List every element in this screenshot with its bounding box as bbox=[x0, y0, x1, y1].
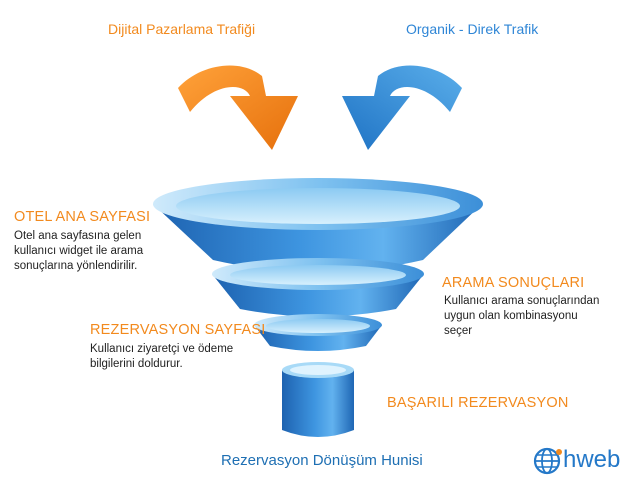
brand-name: hweb bbox=[563, 446, 621, 473]
blue-arrow-icon bbox=[342, 65, 462, 150]
globe-icon bbox=[533, 447, 562, 475]
stage-1-title: OTEL ANA SAYFASI bbox=[14, 209, 151, 225]
left-source-label: Dijital Pazarlama Trafiği bbox=[108, 21, 256, 37]
diagram-caption: Rezervasyon Dönüşüm Hunisi bbox=[221, 452, 423, 469]
stage-1-description: Otel ana sayfasına gelen kullanıcı widge… bbox=[14, 230, 144, 272]
stage-3-title: REZERVASYON SAYFASI bbox=[90, 322, 266, 338]
stage-3-description: Kullanıcı ziyaretçi ve ödeme bilgilerini… bbox=[90, 343, 234, 370]
right-source-label: Organik - Direk Trafik bbox=[406, 21, 539, 37]
stage-2-title: ARAMA SONUÇLARI bbox=[442, 275, 585, 291]
stage-4-title: BAŞARILI REZERVASYON bbox=[387, 395, 569, 411]
stage-2-description: Kullanıcı arama sonuçlarından uygun olan… bbox=[444, 295, 600, 337]
orange-arrow-icon bbox=[178, 65, 298, 150]
funnel-spout bbox=[282, 370, 354, 437]
